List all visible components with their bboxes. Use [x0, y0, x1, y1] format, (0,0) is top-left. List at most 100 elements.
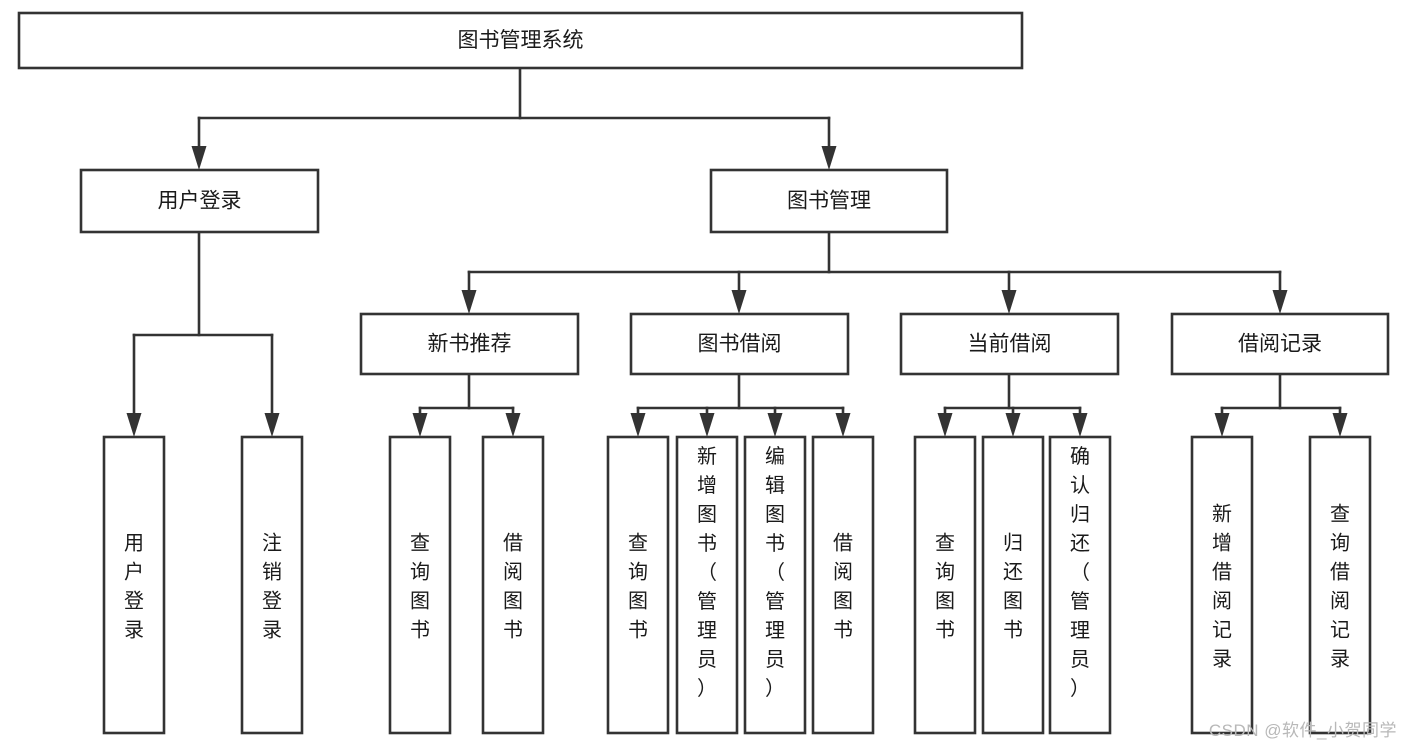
node-leaf-add-book-label-char: 图: [697, 504, 717, 526]
node-leaf-logout-label-char: 登: [262, 590, 282, 613]
node-leaf-query-book-3-label-char: 询: [935, 561, 955, 584]
node-leaf-user-login-label-char: 用: [124, 533, 144, 555]
node-root-system-label: 图书管理系统: [458, 29, 584, 52]
node-leaf-borrow-book-1-label-char: 图: [503, 591, 523, 613]
group-borrow-record-drop-1-arrowhead: [1332, 413, 1348, 437]
node-book-borrow[interactable]: 图书借阅: [629, 312, 850, 376]
group-book-borrow-drop-2-arrowhead: [767, 413, 783, 437]
node-leaf-query-book-2-label-char: 查: [628, 532, 648, 555]
node-leaf-query-book-2-rect: [606, 435, 670, 735]
level3-drop-3-arrowhead: [1272, 290, 1288, 314]
level3-drop-1-arrowhead: [731, 290, 747, 314]
node-current-borrow-rect: [899, 312, 1120, 376]
node-leaf-confirm-return-label-char: 还: [1070, 532, 1090, 555]
node-leaf-confirm-return-label-char: 确: [1070, 445, 1090, 468]
node-leaf-query-book-1-label-char: 图: [410, 591, 430, 613]
node-leaf-return-book-label-char: 书: [1003, 619, 1023, 642]
node-book-borrow-rect: [629, 312, 850, 376]
level2-drop-0-arrowhead: [191, 146, 207, 170]
node-leaf-logout-label-char: 销: [262, 561, 282, 584]
node-current-borrow-label: 当前借阅: [968, 333, 1052, 356]
node-leaf-user-login-rect: [102, 435, 166, 735]
node-leaf-borrow-book-1-label-char: 书: [503, 619, 523, 642]
node-borrow-record[interactable]: 借阅记录: [1170, 312, 1390, 376]
node-leaf-edit-book-label-char: 书: [765, 532, 785, 555]
node-leaf-query-book-3-rect: [913, 435, 977, 735]
node-new-book-rec-label: 新书推荐: [428, 333, 512, 356]
node-leaf-query-record-label-char: 录: [1330, 649, 1350, 671]
node-book-manage-label: 图书管理: [787, 190, 871, 213]
node-leaf-add-book-label-char: 增: [697, 474, 717, 497]
group-current-borrow-drop-0-arrowhead: [937, 413, 953, 437]
node-leaf-user-login-label-char: 录: [124, 620, 144, 642]
node-leaf-borrow-book-2-label-char: 图: [833, 591, 853, 613]
node-leaf-query-record-label-char: 询: [1330, 532, 1350, 555]
node-book-manage[interactable]: 图书管理: [709, 168, 949, 234]
node-root-system[interactable]: 图书管理系统: [17, 11, 1024, 70]
node-book-manage-rect: [709, 168, 949, 234]
node-user-login[interactable]: 用户登录: [79, 168, 320, 234]
node-leaf-edit-book-label-char: 理: [765, 620, 785, 642]
node-leaf-query-book-1-label-char: 书: [410, 619, 430, 642]
node-leaf-return-book-label-char: 图: [1003, 591, 1023, 613]
node-leaf-user-login-label-char: 户: [124, 561, 144, 584]
node-leaf-query-record-label-char: 阅: [1330, 590, 1350, 613]
node-leaf-confirm-return-rect: [1048, 435, 1112, 735]
node-leaf-query-book-2-label-char: 书: [628, 619, 648, 642]
node-leaf-user-login-label-char: 登: [124, 590, 144, 613]
node-leaf-query-book-3-label-char: 查: [935, 532, 955, 555]
node-leaf-query-record-label-char: 借: [1330, 561, 1350, 584]
user-login-drop-0-arrowhead: [126, 413, 142, 437]
node-leaf-query-book-2-label-char: 图: [628, 591, 648, 613]
node-leaf-borrow-book-2-label-char: 阅: [833, 561, 853, 584]
node-leaf-query-book-1-rect: [388, 435, 452, 735]
node-leaf-user-login[interactable]: 用户登录: [102, 435, 166, 735]
node-leaf-edit-book-rect: [743, 435, 807, 735]
node-leaf-logout-label-char: 录: [262, 620, 282, 642]
group-new-book-rec-drop-1-arrowhead: [505, 413, 521, 437]
node-book-borrow-label: 图书借阅: [698, 333, 782, 356]
group-borrow-record-drop-0-arrowhead: [1214, 413, 1230, 437]
node-leaf-edit-book-label-char: 管: [765, 590, 785, 613]
node-leaf-return-book-label-char: 还: [1003, 561, 1023, 584]
node-leaf-add-book-label-char: 员: [697, 649, 717, 671]
level3-drop-2-arrowhead: [1001, 290, 1017, 314]
node-leaf-add-record-label-char: 借: [1212, 561, 1232, 584]
node-leaf-add-book-label-char: 管: [697, 590, 717, 613]
node-borrow-record-rect: [1170, 312, 1390, 376]
node-leaf-logout-rect: [240, 435, 304, 735]
node-leaf-edit-book-label-char: 图: [765, 504, 785, 526]
node-new-book-rec[interactable]: 新书推荐: [359, 312, 580, 376]
node-leaf-borrow-book-2-label-char: 借: [833, 532, 853, 555]
node-leaf-query-record-label-char: 查: [1330, 503, 1350, 526]
node-leaf-query-record-label-char: 记: [1330, 619, 1350, 642]
node-leaf-add-record-label-char: 新: [1212, 503, 1232, 526]
node-leaf-return-book-rect: [981, 435, 1045, 735]
node-leaf-borrow-book-1-label-char: 借: [503, 532, 523, 555]
node-leaf-query-book-1-label-char: 询: [410, 561, 430, 584]
node-leaf-add-book-label-char: （: [697, 561, 717, 584]
node-leaf-edit-book-label-char: 编: [765, 445, 785, 468]
level2-drop-1-arrowhead: [821, 146, 837, 170]
group-new-book-rec-drop-0-arrowhead: [412, 413, 428, 437]
node-leaf-edit-book-label-char: ）: [765, 677, 785, 700]
node-leaf-confirm-return-label-char: 员: [1070, 649, 1090, 671]
node-leaf-confirm-return-label-char: 理: [1070, 620, 1090, 642]
connector-layer: [126, 66, 1348, 437]
node-current-borrow[interactable]: 当前借阅: [899, 312, 1120, 376]
node-leaf-edit-book-label-char: 员: [765, 649, 785, 671]
